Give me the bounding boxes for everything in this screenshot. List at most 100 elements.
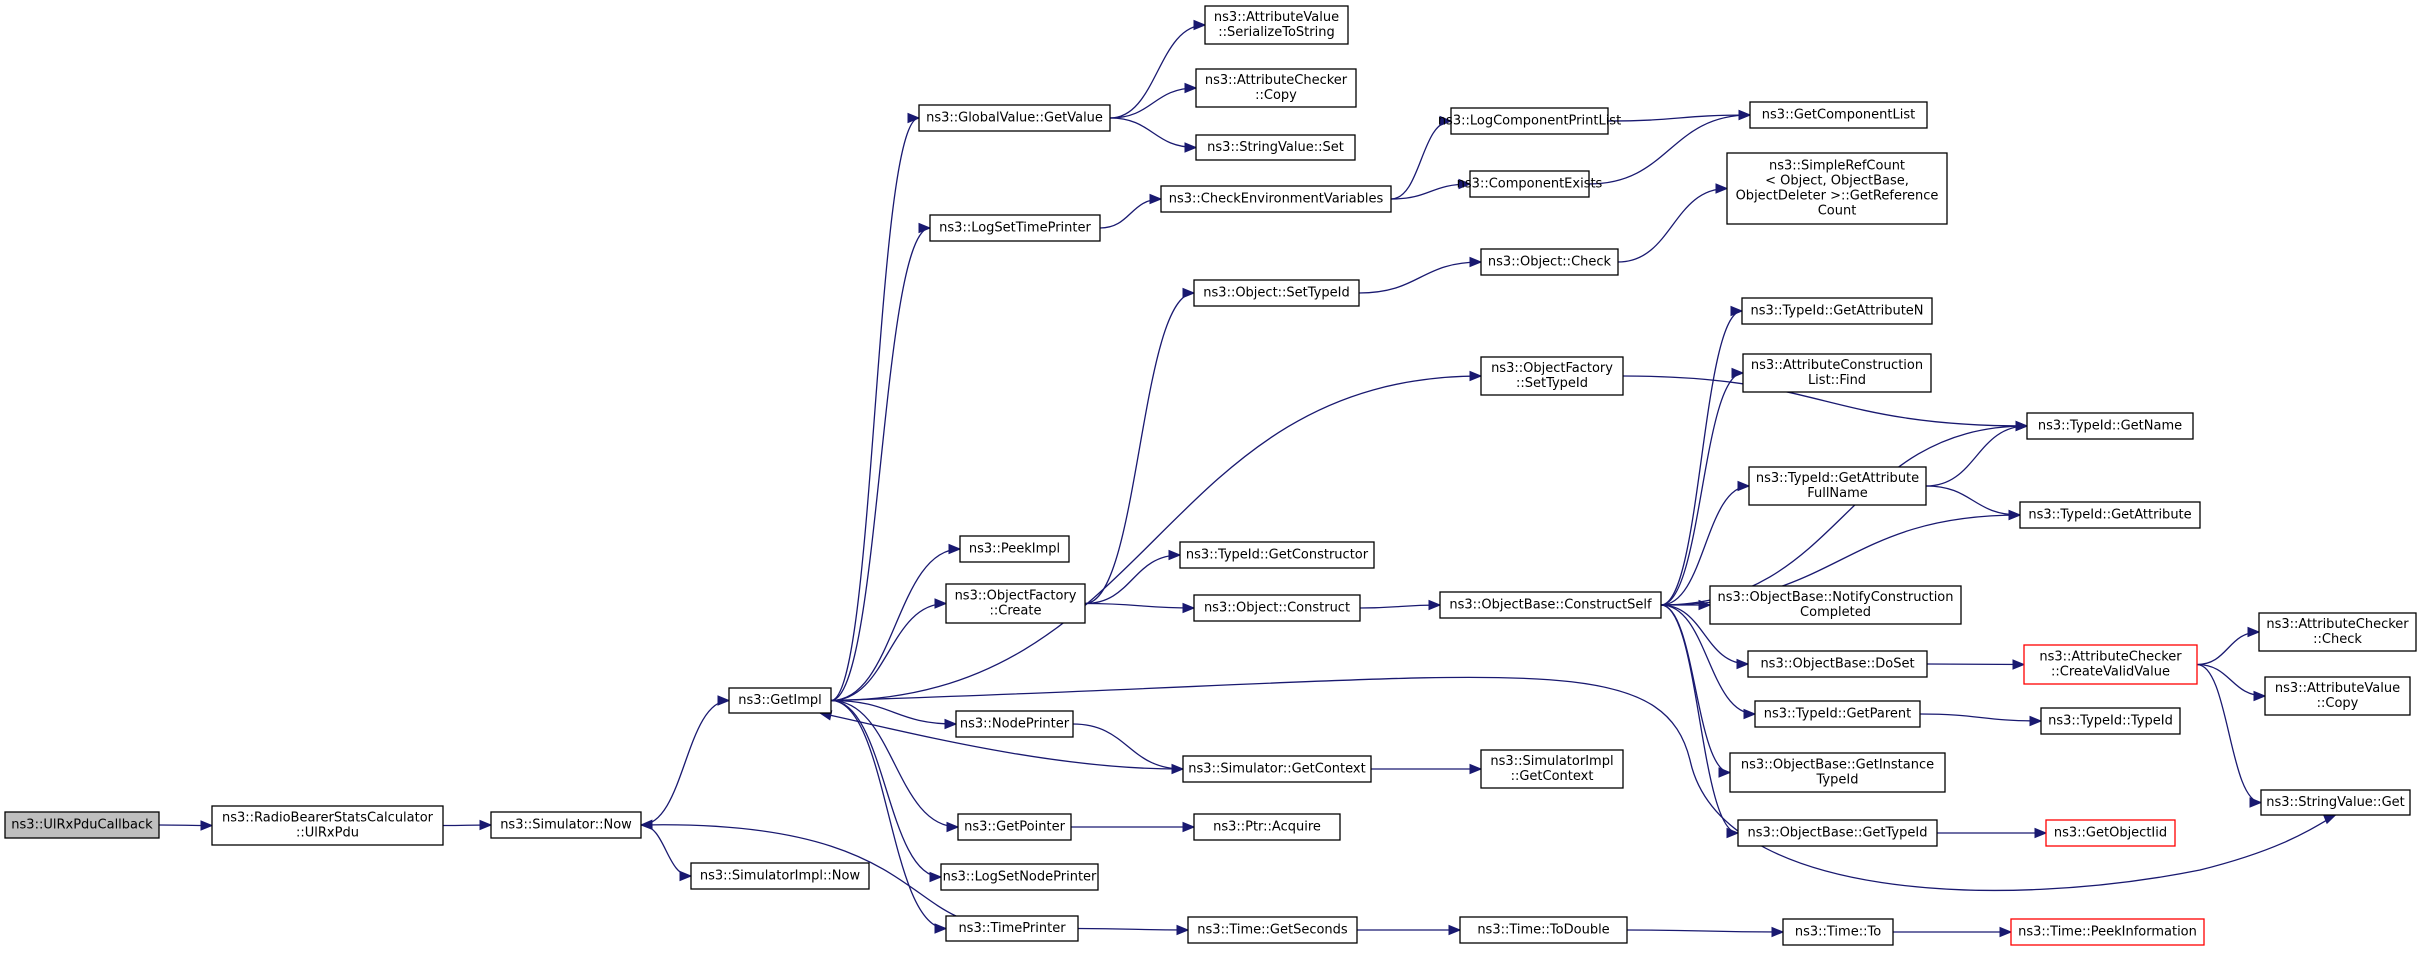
node-timeprinter[interactable]: ns3::TimePrinter — [945, 915, 1079, 942]
node-obj-settypeid[interactable]: ns3::Object::SetTypeId — [1193, 279, 1360, 307]
node-box — [959, 535, 1070, 563]
node-checkenv[interactable]: ns3::CheckEnvironmentVariables — [1160, 185, 1392, 213]
edge-of-create-to-tid-getctor — [1084, 554, 1181, 605]
node-simimpl-getcontext[interactable]: ns3::SimulatorImpl::GetContext — [1480, 749, 1624, 789]
edge-tid-getparent-to-tid-typeid — [1919, 713, 2042, 722]
node-ac-createvalid[interactable]: ns3::AttributeChecker::CreateValidValue — [2023, 644, 2198, 685]
node-box — [1195, 68, 1357, 108]
edge-ob-constructself-to-ob-doset — [1660, 604, 1749, 665]
arrow-head — [1731, 367, 1745, 379]
arrow-head — [1184, 142, 1198, 153]
edge-ac-createvalid-to-ac-check — [2196, 631, 2260, 666]
node-box — [2040, 707, 2181, 735]
node-getimpl[interactable]: ns3::GetImpl — [728, 687, 832, 714]
node-label: ns3::TypeId::TypeId — [2048, 714, 2173, 729]
arrow-head — [1726, 827, 1740, 839]
node-ob-notify[interactable]: ns3::ObjectBase::NotifyConstructionCompl… — [1709, 585, 1962, 625]
node-time-getsec[interactable]: ns3::Time::GetSeconds — [1187, 916, 1358, 944]
edge-simnow-to-simimplnow — [640, 824, 692, 877]
node-label: ns3::SimulatorImpl::Now — [700, 869, 861, 884]
node-gv-getvalue[interactable]: ns3::GlobalValue::GetValue — [918, 104, 1111, 132]
node-label: ::GetContext — [1511, 769, 1594, 784]
node-compexists[interactable]: ns3::ComponentExists — [1457, 170, 1603, 198]
node-box — [957, 813, 1072, 841]
node-box — [929, 214, 1101, 242]
node-sv-set[interactable]: ns3::StringValue::Set — [1195, 134, 1356, 161]
node-box — [1469, 170, 1590, 198]
node-label: ::SetTypeId — [1516, 376, 1588, 391]
node-ob-doset[interactable]: ns3::ObjectBase::DoSet — [1747, 650, 1928, 678]
node-of-create[interactable]: ns3::ObjectFactory::Create — [945, 583, 1086, 624]
node-av-ser[interactable]: ns3::AttributeValue::SerializeToString — [1204, 5, 1349, 45]
arrow-head — [2008, 509, 2022, 521]
node-box — [1204, 5, 1349, 45]
edge-gv-getvalue-to-sv-set — [1109, 117, 1197, 149]
node-label: ns3::ComponentExists — [1457, 177, 1603, 192]
node-getpointer[interactable]: ns3::GetPointer — [957, 813, 1072, 841]
node-simplerefcount[interactable]: ns3::SimpleRefCount< Object, ObjectBase,… — [1726, 152, 1948, 225]
node-ac-copy[interactable]: ns3::AttributeChecker::Copy — [1195, 68, 1357, 108]
node-logsetnode[interactable]: ns3::LogSetNodePrinter — [940, 863, 1099, 891]
node-label: ::Copy — [2317, 696, 2359, 711]
node-sv-get[interactable]: ns3::StringValue::Get — [2260, 789, 2411, 816]
node-label: ns3::StringValue::Get — [2266, 795, 2404, 810]
node-label: ns3::RadioBearerStatsCalculator — [222, 811, 434, 826]
edge-logsettime-to-checkenv — [1099, 198, 1162, 229]
edge-nodeprinter-to-sim-getcontext — [1072, 723, 1184, 770]
node-peekimpl[interactable]: ns3::PeekImpl — [959, 535, 1070, 563]
arrow-head — [1738, 109, 1752, 121]
node-tid-getattr[interactable]: ns3::TypeId::GetAttribute — [2019, 501, 2201, 529]
node-tid-getattrn[interactable]: ns3::TypeId::GetAttributeN — [1741, 297, 1933, 325]
node-time-todouble[interactable]: ns3::Time::ToDouble — [1459, 916, 1628, 944]
node-label: ns3::ObjectBase::DoSet — [1760, 657, 1914, 672]
node-box — [1480, 749, 1624, 789]
node-tid-getparent[interactable]: ns3::TypeId::GetParent — [1754, 700, 1921, 728]
arrow-head — [1439, 115, 1453, 127]
node-time-to[interactable]: ns3::Time::To — [1782, 918, 1894, 946]
arrow-head — [1999, 926, 2013, 938]
node-ob-constructself[interactable]: ns3::ObjectBase::ConstructSelf — [1439, 591, 1662, 619]
node-of-settypeid[interactable]: ns3::ObjectFactory::SetTypeId — [1480, 356, 1624, 396]
node-tid-typeid[interactable]: ns3::TypeId::TypeId — [2040, 707, 2181, 735]
node-ob-gettypeid[interactable]: ns3::ObjectBase::GetTypeId — [1737, 819, 1938, 847]
edge-ob-constructself-to-tid-getname — [1660, 425, 2028, 606]
node-tid-getctor[interactable]: ns3::TypeId::GetConstructor — [1179, 541, 1375, 569]
node-root[interactable]: ns3::UlRxPduCallback — [4, 811, 160, 839]
node-getcomplist[interactable]: ns3::GetComponentList — [1749, 101, 1928, 129]
arrow-head — [1184, 82, 1198, 94]
edge-ob-constructself-to-tid-getattrfull — [1660, 485, 1750, 606]
node-logsettime[interactable]: ns3::LogSetTimePrinter — [929, 214, 1101, 242]
node-ac-check[interactable]: ns3::AttributeChecker::Check — [2258, 612, 2417, 652]
node-label: Completed — [1800, 605, 1871, 620]
node-nodeprinter[interactable]: ns3::NodePrinter — [955, 710, 1074, 738]
edge-getimpl-to-peekimpl — [830, 548, 961, 702]
node-label: ns3::TimePrinter — [958, 921, 1066, 936]
arrow-head — [2253, 690, 2267, 702]
node-ptr-acquire[interactable]: ns3::Ptr::Acquire — [1193, 813, 1341, 841]
arrow-head — [1469, 763, 1483, 775]
node-box — [1741, 297, 1933, 325]
edge-ob-constructself-to-acl-find — [1660, 372, 1744, 606]
node-getobjectiid[interactable]: ns3::GetObjectIid — [2045, 819, 2176, 847]
arrow-head — [1458, 178, 1472, 190]
node-simimplnow[interactable]: ns3::SimulatorImpl::Now — [690, 862, 870, 890]
node-sim-getcontext[interactable]: ns3::Simulator::GetContext — [1182, 755, 1372, 783]
node-label: ns3::GetImpl — [738, 693, 822, 708]
node-time-peek[interactable]: ns3::Time::PeekInformation — [2010, 918, 2205, 946]
node-rbsc[interactable]: ns3::RadioBearerStatsCalculator::UlRxPdu — [211, 805, 444, 846]
node-av-copy[interactable]: ns3::AttributeValue::Copy — [2264, 676, 2411, 716]
node-obj-construct[interactable]: ns3::Object::Construct — [1193, 594, 1361, 622]
node-simnow[interactable]: ns3::Simulator::Now — [490, 811, 642, 839]
node-tid-getname[interactable]: ns3::TypeId::GetName — [2026, 412, 2194, 440]
node-obj-check[interactable]: ns3::Object::Check — [1480, 248, 1619, 276]
arrow-head — [1718, 767, 1732, 778]
node-label: Count — [1818, 204, 1857, 219]
node-label: ns3::SimulatorImpl — [1490, 754, 1613, 769]
edge-getimpl-to-of-settypeid — [830, 375, 1482, 702]
edge-gv-getvalue-to-av-ser — [1109, 24, 1206, 119]
arrow-head — [1715, 183, 1729, 194]
node-logcompprint[interactable]: ns3::LogComponentPrintList — [1438, 107, 1621, 135]
